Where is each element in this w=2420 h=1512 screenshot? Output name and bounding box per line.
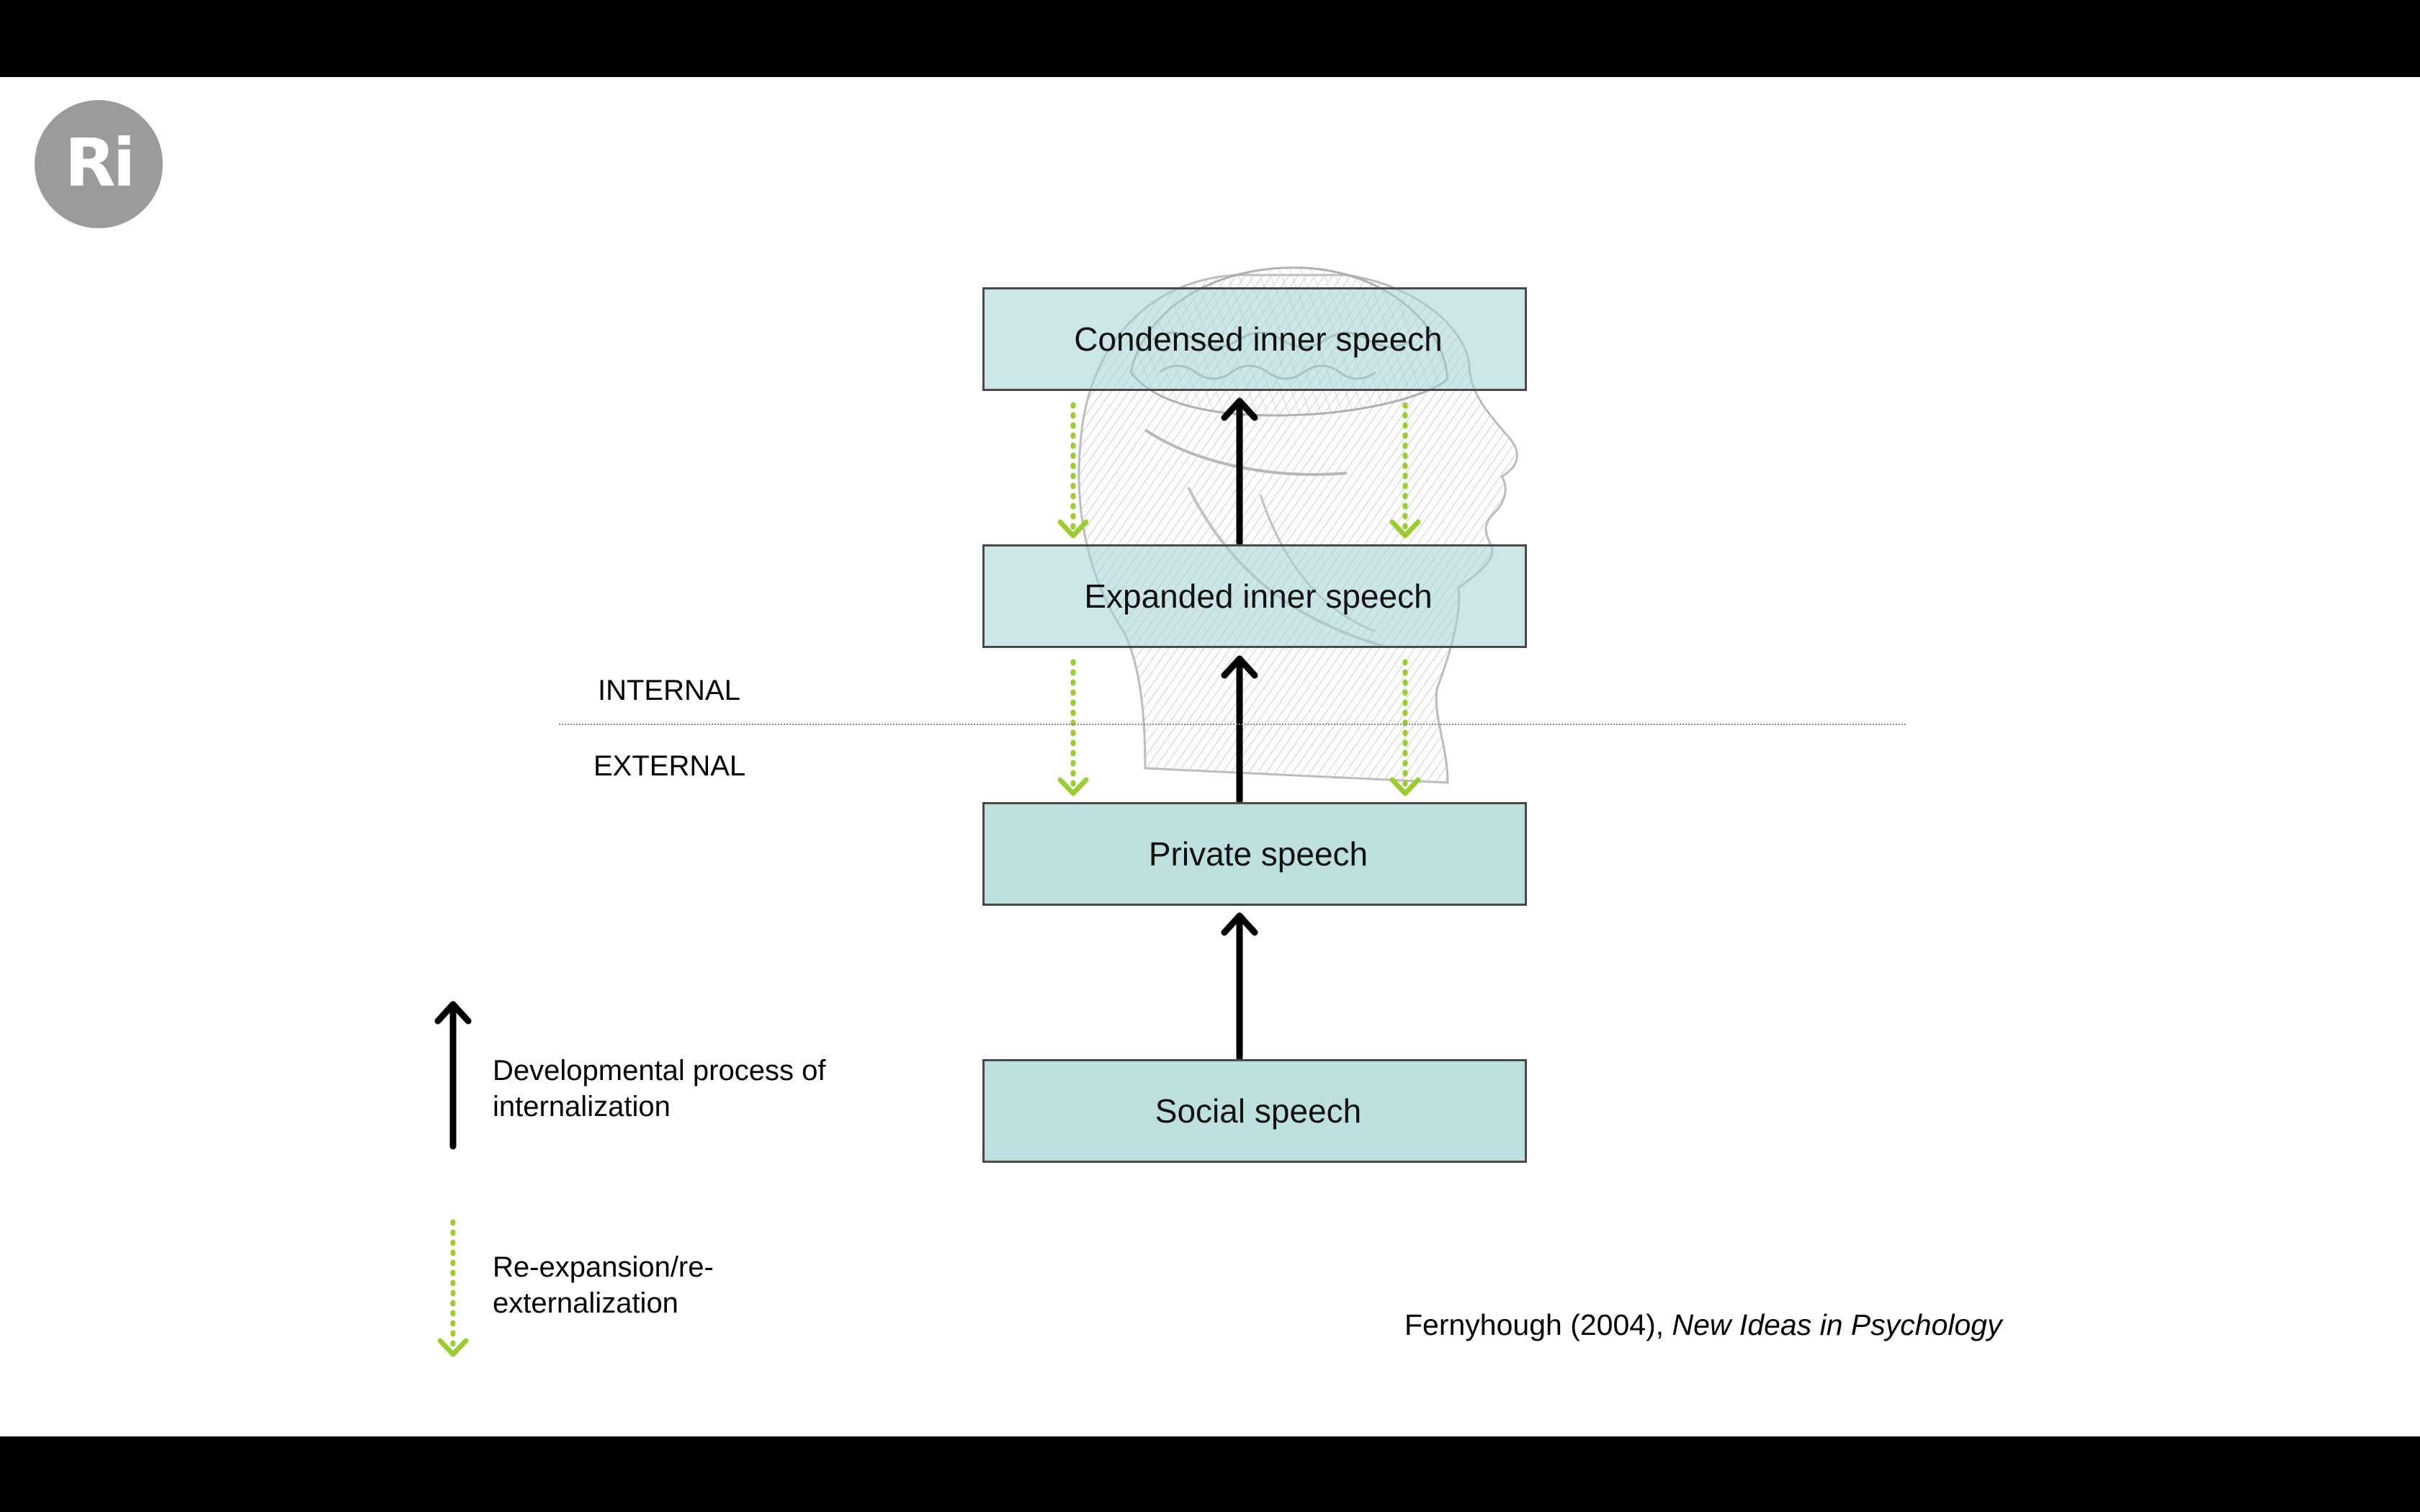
internal-external-divider — [559, 724, 1906, 725]
arrows-layer — [434, 397, 1421, 1357]
slide: Ri — [0, 77, 2420, 1436]
box-label: Social speech — [1155, 1092, 1362, 1130]
legend-reexpansion-line2: externalization — [493, 1287, 678, 1319]
legend-reexpansion-text: Re-expansion/re- externalization — [493, 1249, 714, 1321]
internalization-arrow-social-to-private — [1221, 912, 1258, 1061]
box-private-speech: Private speech — [982, 802, 1527, 906]
box-label: Expanded inner speech — [1084, 577, 1433, 615]
external-label: EXTERNAL — [593, 750, 746, 782]
letterbox-top — [0, 0, 2420, 77]
citation: Fernyhough (2004), New Ideas in Psycholo… — [1404, 1308, 2002, 1342]
reexpansion-arrow-expanded-right — [1389, 659, 1421, 796]
box-social-speech: Social speech — [982, 1059, 1527, 1163]
legend-internalization-text: Developmental process of internalization — [493, 1053, 825, 1125]
internalization-arrow-expanded-to-condensed — [1221, 397, 1258, 546]
legend-reexpansion-line1: Re-expansion/re- — [493, 1251, 714, 1283]
legend-black-arrow-icon — [434, 1001, 472, 1150]
box-label: Private speech — [1148, 835, 1368, 873]
internal-label: INTERNAL — [598, 675, 740, 706]
citation-journal: New Ideas in Psychology — [1672, 1308, 2002, 1341]
internalization-arrow-private-to-expanded — [1221, 655, 1258, 804]
legend-internalization-line1: Developmental process of — [493, 1055, 826, 1086]
reexpansion-arrow-condensed-left — [1057, 402, 1089, 539]
legend-internalization-line2: internalization — [493, 1091, 671, 1122]
citation-authors: Fernyhough (2004), — [1404, 1308, 1672, 1341]
box-condensed-inner-speech: Condensed inner speech — [982, 287, 1527, 391]
letterbox-bottom — [0, 1436, 2420, 1512]
box-expanded-inner-speech: Expanded inner speech — [982, 544, 1527, 648]
box-label: Condensed inner speech — [1074, 320, 1443, 358]
ri-logo: Ri — [35, 100, 163, 228]
reexpansion-arrow-expanded-left — [1057, 659, 1089, 796]
reexpansion-arrow-condensed-right — [1389, 402, 1421, 539]
legend-green-dotted-arrow-icon — [437, 1219, 469, 1357]
